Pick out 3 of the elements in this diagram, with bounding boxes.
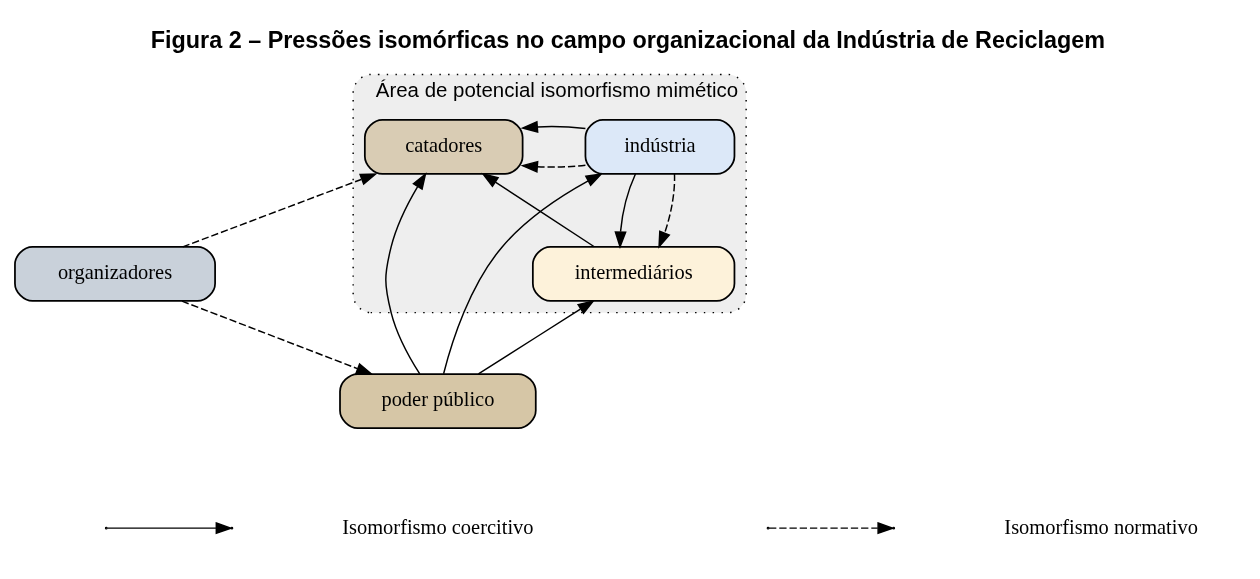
diagram-title: Figura 2 – Pressões isomórficas no campo organizacional da Indústria de Reciclagem xyxy=(150,26,1105,53)
legend-label: Isomorfismo coercitivo xyxy=(342,515,534,538)
legend-label: Isomorfismo normativo xyxy=(1004,515,1198,538)
